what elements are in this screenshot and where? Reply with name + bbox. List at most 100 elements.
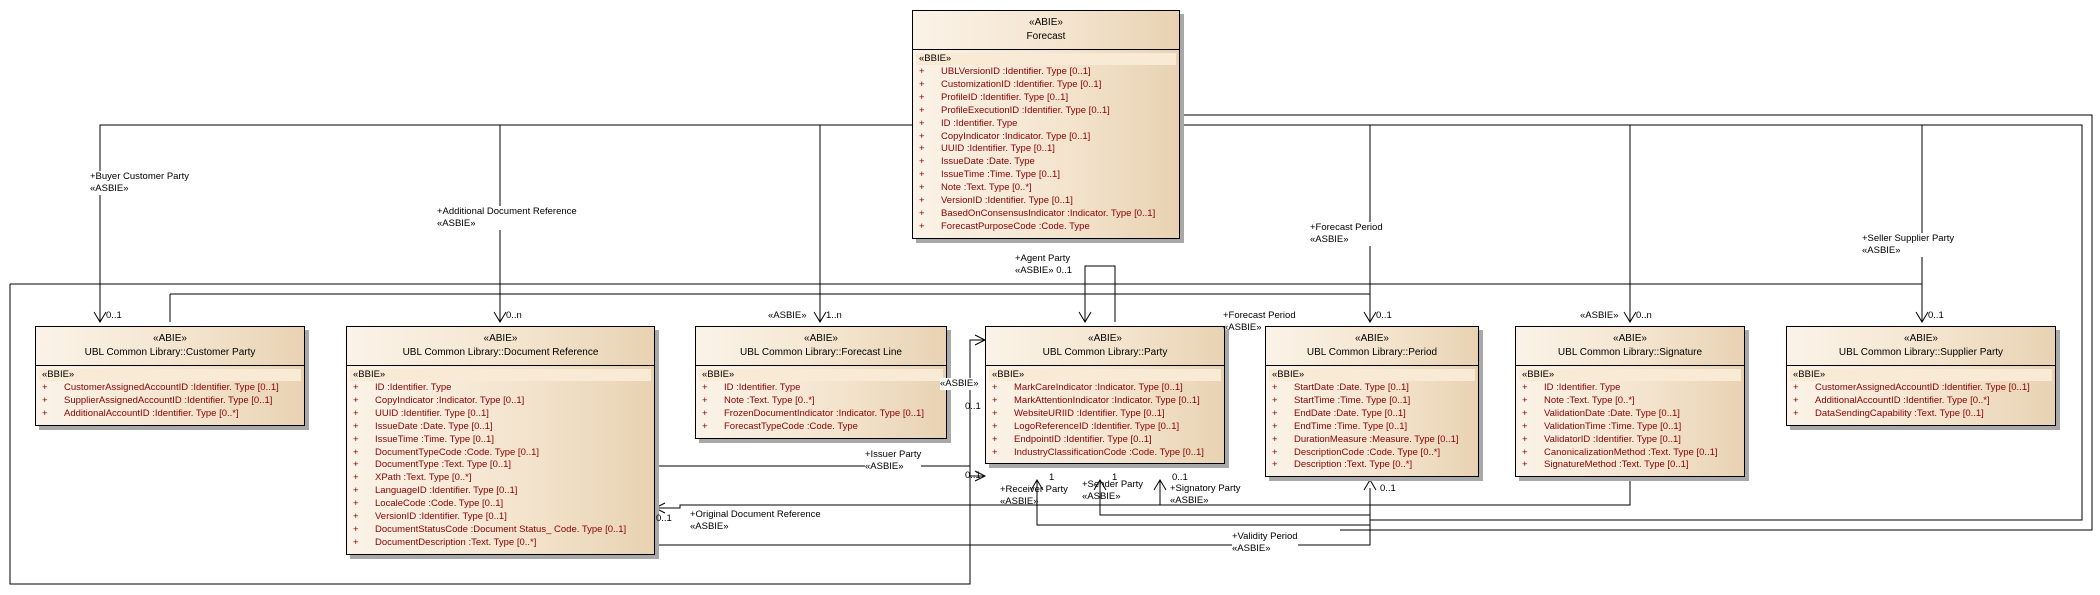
visibility-public-icon: + bbox=[353, 407, 359, 419]
visibility-public-icon: + bbox=[1793, 407, 1799, 419]
attribute-row[interactable]: +IssueTime :Time. Type [0..1] bbox=[350, 434, 651, 447]
attribute-row[interactable]: +ID :Identifier. Type bbox=[699, 382, 943, 395]
class-attributes: «BBIE» +MarkCareIndicator :Indicator. Ty… bbox=[986, 366, 1224, 463]
class-attributes: «BBIE» +StartDate :Date. Type [0..1]+Sta… bbox=[1266, 366, 1478, 476]
attribute-row[interactable]: +UUID :Identifier. Type [0..1] bbox=[350, 408, 651, 421]
attribute-row[interactable]: +CopyIndicator :Indicator. Type [0..1] bbox=[916, 131, 1176, 144]
stereotype-label-party-left: «ASBIE» bbox=[940, 378, 979, 390]
attribute-row[interactable]: +ProfileID :Identifier. Type [0..1] bbox=[916, 92, 1176, 105]
visibility-public-icon: + bbox=[1272, 433, 1278, 445]
attribute-row[interactable]: +FrozenDocumentIndicator :Indicator. Typ… bbox=[699, 408, 943, 421]
attribute-text: DocumentStatusCode :Document Status_ Cod… bbox=[375, 523, 627, 535]
attribute-row[interactable]: +ID :Identifier. Type bbox=[350, 382, 651, 395]
attribute-text: MarkCareIndicator :Indicator. Type [0..1… bbox=[1014, 382, 1183, 393]
attribute-row[interactable]: +ValidationDate :Date. Type [0..1] bbox=[1519, 408, 1741, 421]
attribute-row[interactable]: +CustomizationID :Identifier. Type [0..1… bbox=[916, 79, 1176, 92]
attribute-row[interactable]: +ID :Identifier. Type bbox=[1519, 382, 1741, 395]
attribute-row[interactable]: +Description :Text. Type [0..*] bbox=[1269, 459, 1475, 472]
attribute-row[interactable]: +EndDate :Date. Type [0..1] bbox=[1269, 408, 1475, 421]
attribute-row[interactable]: +IssueDate :Date. Type [0..1] bbox=[350, 421, 651, 434]
visibility-public-icon: + bbox=[1793, 382, 1799, 393]
visibility-public-icon: + bbox=[1522, 420, 1528, 432]
multiplicity-forecast-line: 1..n bbox=[826, 310, 842, 321]
attribute-row[interactable]: +UUID :Identifier. Type [0..1] bbox=[916, 143, 1176, 156]
attribute-row[interactable]: +DurationMeasure :Measure. Type [0..1] bbox=[1269, 434, 1475, 447]
attribute-row[interactable]: +WebsiteURIID :Identifier. Type [0..1] bbox=[989, 408, 1221, 421]
visibility-public-icon: + bbox=[919, 195, 925, 207]
class-stereotype: «ABIE» bbox=[1029, 17, 1063, 28]
attribute-row[interactable]: +Note :Text. Type [0..*] bbox=[699, 395, 943, 408]
attribute-row[interactable]: +CustomerAssignedAccountID :Identifier. … bbox=[39, 382, 301, 395]
attribute-row[interactable]: +ValidationTime :Time. Type [0..1] bbox=[1519, 421, 1741, 434]
attribute-row[interactable]: +MarkAttentionIndicator :Indicator. Type… bbox=[989, 395, 1221, 408]
class-attributes: «BBIE» +ID :Identifier. Type+Note :Text.… bbox=[696, 366, 946, 438]
attribute-row[interactable]: +IssueTime :Time. Type [0..1] bbox=[916, 169, 1176, 182]
visibility-public-icon: + bbox=[992, 420, 998, 432]
attribute-row[interactable]: +DescriptionCode :Code. Type [0..*] bbox=[1269, 447, 1475, 460]
attribute-row[interactable]: +LogoReferenceID :Identifier. Type [0..1… bbox=[989, 421, 1221, 434]
attribute-text: IssueDate :Date. Type [0..1] bbox=[375, 420, 493, 432]
attribute-row[interactable]: +ForecastTypeCode :Code. Type bbox=[699, 421, 943, 434]
attribute-text: IssueTime :Time. Type [0..1] bbox=[941, 169, 1060, 181]
attribute-row[interactable]: +Note :Text. Type [0..*] bbox=[916, 182, 1176, 195]
attribute-text: MarkAttentionIndicator :Indicator. Type … bbox=[1014, 394, 1200, 406]
attribute-row[interactable]: +DocumentStatusCode :Document Status_ Co… bbox=[350, 524, 651, 537]
attribute-row[interactable]: +UBLVersionID :Identifier. Type [0..1] bbox=[916, 66, 1176, 79]
attribute-row[interactable]: +VersionID :Identifier. Type [0..1] bbox=[350, 511, 651, 524]
class-forecast[interactable]: «ABIE» Forecast «BBIE» +UBLVersionID :Id… bbox=[912, 10, 1180, 239]
attribute-row[interactable]: +IssueDate :Date. Type bbox=[916, 156, 1176, 169]
attribute-row[interactable]: +ValidatorID :Identifier. Type [0..1] bbox=[1519, 434, 1741, 447]
class-party[interactable]: «ABIE» UBL Common Library::Party «BBIE» … bbox=[985, 326, 1225, 465]
attribute-row[interactable]: +CustomerAssignedAccountID :Identifier. … bbox=[1790, 382, 2052, 395]
class-supplier-party[interactable]: «ABIE» UBL Common Library::Supplier Part… bbox=[1786, 326, 2056, 426]
attribute-row[interactable]: +EndTime :Time. Type [0..1] bbox=[1269, 421, 1475, 434]
attribute-row[interactable]: +AdditionalAccountID :Identifier. Type [… bbox=[1790, 395, 2052, 408]
attribute-stereotype: «BBIE» bbox=[1519, 369, 1741, 381]
class-name: UBL Common Library::Supplier Party bbox=[1838, 347, 2004, 358]
attribute-row[interactable]: +LanguageID :Identifier. Type [0..1] bbox=[350, 485, 651, 498]
attribute-row[interactable]: +SupplierAssignedAccountID :Identifier. … bbox=[39, 395, 301, 408]
multiplicity-validity: 0..1 bbox=[1380, 483, 1396, 494]
attribute-row[interactable]: +DocumentType :Text. Type [0..1] bbox=[350, 459, 651, 472]
class-period[interactable]: «ABIE» UBL Common Library::Period «BBIE»… bbox=[1265, 326, 1479, 478]
class-customer-party[interactable]: «ABIE» UBL Common Library::Customer Part… bbox=[35, 326, 305, 426]
visibility-public-icon: + bbox=[1522, 459, 1528, 471]
role-label-agent-party: +Agent Party«ASBIE» 0..1 bbox=[1015, 253, 1073, 276]
class-signature[interactable]: «ABIE» UBL Common Library::Signature «BB… bbox=[1515, 326, 1745, 478]
attribute-row[interactable]: +IndustryClassificationCode :Code. Type … bbox=[989, 447, 1221, 460]
attribute-row[interactable]: +BasedOnConsensusIndicator :Indicator. T… bbox=[916, 208, 1176, 221]
arrowhead-signature bbox=[1623, 311, 1637, 323]
attribute-row[interactable]: +AdditionalAccountID :Identifier. Type [… bbox=[39, 408, 301, 421]
visibility-public-icon: + bbox=[992, 446, 998, 458]
class-forecast-line[interactable]: «ABIE» UBL Common Library::Forecast Line… bbox=[695, 326, 947, 439]
attribute-row[interactable]: +EndpointID :Identifier. Type [0..1] bbox=[989, 434, 1221, 447]
attribute-row[interactable]: +DocumentDescription :Text. Type [0..*] bbox=[350, 537, 651, 550]
attribute-row[interactable]: +ProfileExecutionID :Identifier. Type [0… bbox=[916, 105, 1176, 118]
class-document-reference[interactable]: «ABIE» UBL Common Library::Document Refe… bbox=[346, 326, 655, 555]
visibility-public-icon: + bbox=[353, 382, 359, 393]
attribute-row[interactable]: +Note :Text. Type [0..*] bbox=[1519, 395, 1741, 408]
association-original-document-reference bbox=[655, 504, 1280, 509]
class-stereotype: «ABIE» bbox=[1613, 333, 1647, 344]
attribute-row[interactable]: +LocaleCode :Code. Type [0..1] bbox=[350, 498, 651, 511]
attribute-row[interactable]: +StartDate :Date. Type [0..1] bbox=[1269, 382, 1475, 395]
attribute-row[interactable]: +MarkCareIndicator :Indicator. Type [0..… bbox=[989, 382, 1221, 395]
attribute-row[interactable]: +CanonicalizationMethod :Text. Type [0..… bbox=[1519, 447, 1741, 460]
attribute-row[interactable]: +StartTime :Time. Type [0..1] bbox=[1269, 395, 1475, 408]
attribute-row[interactable]: +VersionID :Identifier. Type [0..1] bbox=[916, 195, 1176, 208]
attribute-text: ID :Identifier. Type bbox=[1544, 382, 1621, 393]
attribute-row[interactable]: +SignatureMethod :Text. Type [0..1] bbox=[1519, 459, 1741, 472]
attribute-row[interactable]: +ID :Identifier. Type bbox=[916, 118, 1176, 131]
arrowhead-supplier-party bbox=[1915, 311, 1929, 323]
attribute-text: DocumentType :Text. Type [0..1] bbox=[375, 459, 512, 471]
visibility-public-icon: + bbox=[1272, 446, 1278, 458]
visibility-public-icon: + bbox=[353, 394, 359, 406]
attribute-row[interactable]: +DataSendingCapability :Text. Type [0..1… bbox=[1790, 408, 2052, 421]
attribute-row[interactable]: +CopyIndicator :Indicator. Type [0..1] bbox=[350, 395, 651, 408]
visibility-public-icon: + bbox=[992, 407, 998, 419]
attribute-row[interactable]: +XPath :Text. Type [0..*] bbox=[350, 472, 651, 485]
attribute-stereotype: «BBIE» bbox=[1790, 369, 2052, 381]
attribute-row[interactable]: +ForecastPurposeCode :Code. Type bbox=[916, 221, 1176, 234]
attribute-row[interactable]: +DocumentTypeCode :Code. Type [0..1] bbox=[350, 447, 651, 460]
attribute-text: ID :Identifier. Type bbox=[724, 382, 801, 393]
